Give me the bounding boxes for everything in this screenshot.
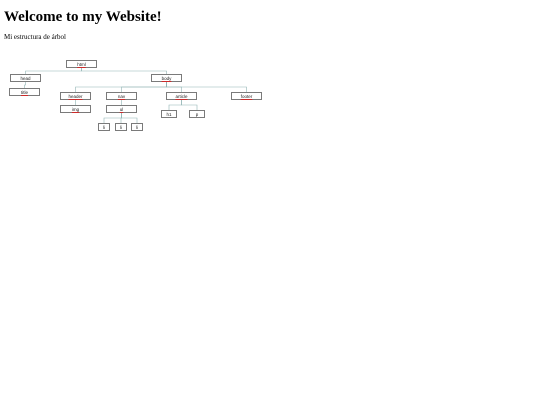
tree-node-label-li3: li: [136, 125, 138, 130]
tree-node-label-header: header: [68, 94, 83, 99]
tree-node-li1: li: [98, 123, 110, 131]
edge-article-h1: [168, 100, 182, 110]
tree-node-label-ul: ul: [119, 107, 124, 112]
tree-node-label-li1: li: [103, 125, 105, 130]
edge-ul-li3: [121, 113, 138, 123]
edge-ul-li1: [103, 113, 122, 123]
tree-node-label-h1: h1: [166, 112, 172, 117]
tree-node-h1: h1: [161, 110, 177, 118]
page-title: Welcome to my Website!: [4, 9, 162, 25]
tree-node-p: p: [189, 110, 205, 118]
tree-node-label-img: img: [71, 107, 80, 112]
edge-html-body: [81, 68, 167, 74]
edge-head-title: [24, 82, 26, 88]
tree-node-label-article: article: [175, 94, 188, 99]
tree-node-article: article: [166, 92, 197, 100]
tree-node-label-footer: footer: [240, 94, 253, 99]
tree-node-body: body: [151, 74, 182, 82]
tree-node-li3: li: [131, 123, 143, 131]
tree-node-ul: ul: [106, 105, 137, 113]
edge-body-nav: [121, 82, 167, 92]
edge-article-p: [181, 100, 198, 110]
tree-node-li2: li: [115, 123, 127, 131]
tree-node-label-body: body: [161, 76, 172, 81]
tree-node-label-head: head: [20, 76, 31, 81]
tree-node-head: head: [10, 74, 41, 82]
tree-node-html: html: [66, 60, 97, 68]
tree-subtitle: Mi estructura de árbol: [4, 33, 67, 41]
tree-node-footer: footer: [231, 92, 262, 100]
tree-node-img: img: [60, 105, 91, 113]
tree-node-nav: nav: [106, 92, 137, 100]
tree-node-label-li2: li: [120, 125, 122, 130]
tree-node-label-title: title: [20, 90, 28, 95]
tree-node-title: title: [9, 88, 40, 96]
tree-node-label-html: html: [77, 62, 86, 67]
edge-body-footer: [166, 82, 247, 92]
tree-node-label-nav: nav: [117, 94, 126, 99]
tree-node-header: header: [60, 92, 91, 100]
tree-node-label-p: p: [195, 112, 199, 117]
